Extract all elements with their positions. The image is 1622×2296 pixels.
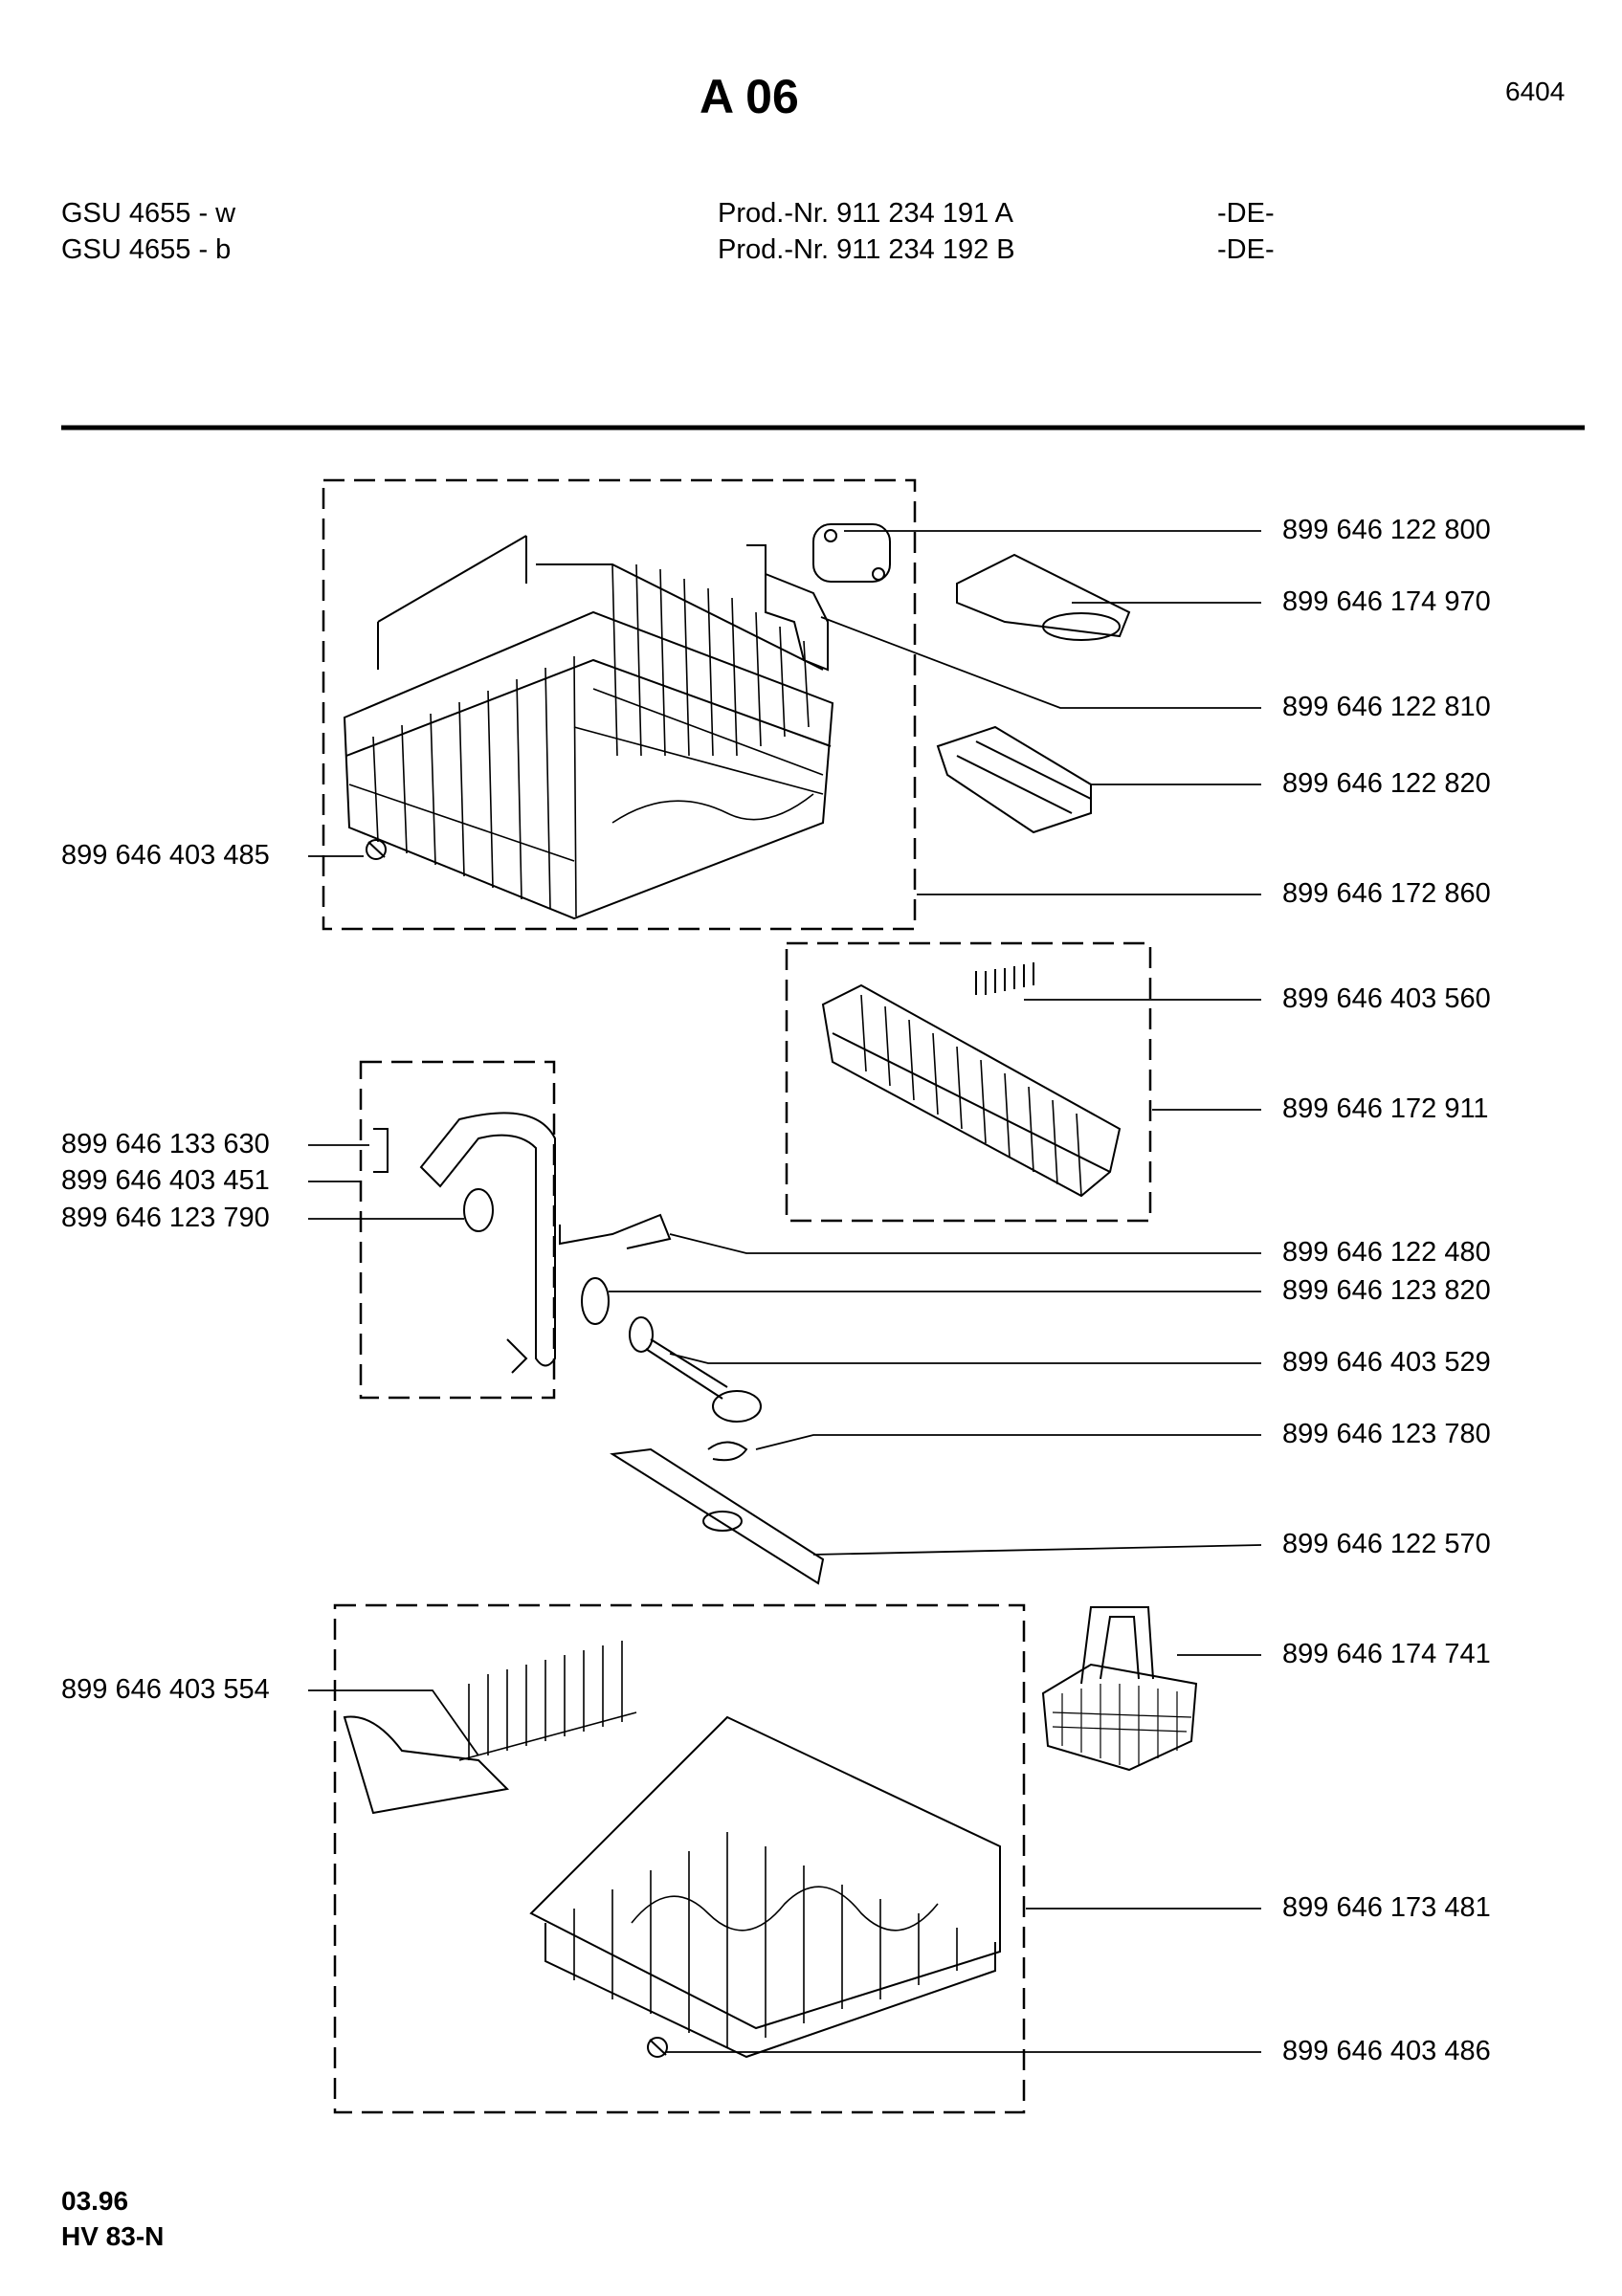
cutlery-tray-drawing	[821, 962, 1122, 1198]
part-number-174970: 899 646 174 970	[1282, 586, 1491, 617]
part-number-403554: 899 646 403 554	[61, 1674, 270, 1705]
cutlery-tray-group-box	[785, 941, 1152, 1223]
prod-nr-2: Prod.-Nr. 911 234 192 B	[718, 234, 1015, 265]
footer-ref: HV 83-N	[61, 2221, 165, 2251]
page-code: 6404	[1505, 77, 1566, 106]
middle-parts-drawing	[559, 1213, 825, 1585]
lower-basket-group-box	[333, 1603, 1026, 2114]
leader-lines-left	[308, 855, 479, 1756]
upper-basket-parts	[746, 523, 1131, 834]
country-1: -DE-	[1217, 198, 1275, 229]
part-number-403486: 899 646 403 486	[1282, 2036, 1491, 2066]
part-number-403485: 899 646 403 485	[61, 840, 270, 871]
part-number-122480: 899 646 122 480	[1282, 1237, 1491, 1268]
upper-basket-group-box	[322, 478, 917, 931]
country-2: -DE-	[1217, 234, 1275, 265]
upper-basket-drawing	[343, 535, 834, 920]
part-number-123790: 899 646 123 790	[61, 1203, 270, 1233]
prod-nr-1: Prod.-Nr. 911 234 191 A	[718, 198, 1014, 229]
feed-pipe-group-box	[359, 1060, 556, 1400]
leader-lines-right	[609, 530, 1262, 2053]
part-number-403529: 899 646 403 529	[1282, 1347, 1491, 1378]
part-number-173481: 899 646 173 481	[1282, 1892, 1491, 1923]
knob-part-upper	[366, 839, 387, 860]
part-number-122800: 899 646 122 800	[1282, 515, 1491, 545]
part-number-122570: 899 646 122 570	[1282, 1529, 1491, 1559]
model-1: GSU 4655 - w	[61, 198, 236, 229]
lower-basket-drawing	[343, 1641, 1001, 2059]
part-number-123820: 899 646 123 820	[1282, 1275, 1491, 1306]
part-number-123780: 899 646 123 780	[1282, 1419, 1491, 1449]
part-number-122810: 899 646 122 810	[1282, 692, 1491, 722]
page-title: A 06	[700, 70, 799, 123]
part-number-172860: 899 646 172 860	[1282, 878, 1491, 909]
part-number-172911: 899 646 172 911	[1282, 1093, 1489, 1124]
part-number-122820: 899 646 122 820	[1282, 768, 1491, 799]
part-number-174741: 899 646 174 741	[1282, 1639, 1491, 1669]
part-number-403451: 899 646 403 451	[61, 1165, 270, 1196]
part-number-133630: 899 646 133 630	[61, 1129, 270, 1159]
part-number-403560: 899 646 403 560	[1282, 983, 1491, 1014]
feed-pipe-drawing	[373, 1112, 556, 1374]
footer-date: 03.96	[61, 2186, 129, 2216]
cutlery-basket-drawing	[1041, 1606, 1198, 1772]
model-2: GSU 4655 - b	[61, 234, 232, 265]
